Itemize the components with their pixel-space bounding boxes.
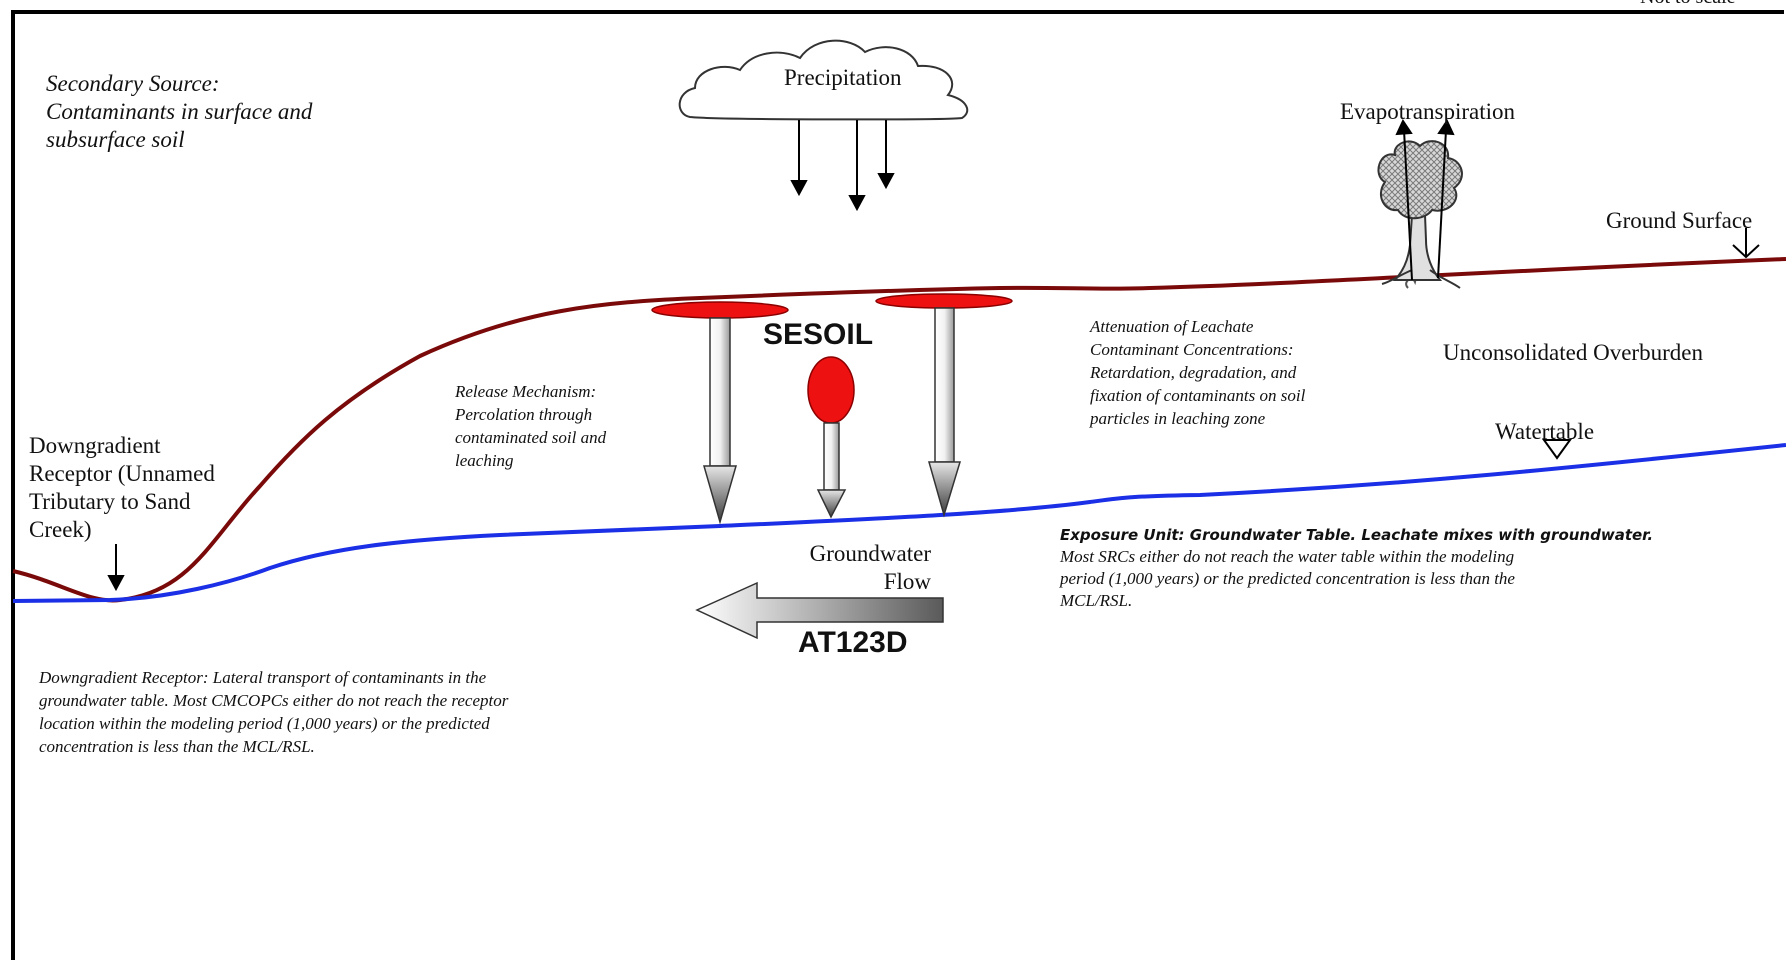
exposure-unit-note: Exposure Unit: Groundwater Table. Leacha… — [1060, 524, 1680, 612]
tree-icon — [1377, 140, 1463, 289]
groundwater-flow-label: Groundwater Flow — [809, 541, 931, 594]
watertable-marker — [1542, 439, 1572, 460]
evapotranspiration-arrows — [1395, 118, 1455, 281]
diagram-frame — [11, 10, 1784, 960]
leaching-arrow-center — [816, 422, 847, 519]
ground-surface-line — [12, 257, 1786, 603]
scale-note: Not to scale — [1640, 0, 1736, 9]
sesoil-model-label: SESOIL — [763, 318, 874, 351]
exposure-unit-body: Most SRCs either do not reach the water … — [1060, 547, 1515, 610]
rain-arrows — [790, 120, 895, 212]
source-zone-center — [807, 356, 855, 424]
exposure-unit-heading: Exposure Unit: Groundwater Table. Leacha… — [1060, 526, 1654, 544]
secondary-source-label: Secondary Source: Contaminants in surfac… — [46, 71, 313, 152]
attenuation-body: Contaminant Concentrations: Retardation,… — [1090, 340, 1306, 428]
leaching-arrow-left — [703, 317, 737, 525]
evapotranspiration-label: Evapotranspiration — [1340, 99, 1516, 124]
water-table-line — [12, 443, 1786, 603]
watertable-label: Watertable — [1495, 419, 1595, 444]
attenuation-note: Attenuation of Leachate Contaminant Conc… — [1090, 315, 1305, 430]
unconsolidated-overburden-label: Unconsolidated Overburden — [1443, 340, 1703, 365]
release-mechanism-note: Release Mechanism: Percolation through c… — [455, 382, 607, 470]
precipitation-label: Precipitation — [784, 65, 902, 90]
source-zone-right — [875, 293, 1013, 309]
ground-surface-marker — [1732, 228, 1760, 259]
ground-surface-label: Ground Surface — [1606, 208, 1753, 233]
groundwater-flow-arrow — [695, 581, 944, 640]
at123d-model-label: AT123D — [798, 626, 908, 659]
downgradient-receptor-note: Downgradient Receptor: Lateral transport… — [39, 668, 509, 756]
downgradient-receptor-label: Downgradient Receptor (Unnamed Tributary… — [29, 433, 215, 542]
source-zone-left — [651, 301, 789, 319]
leaching-arrow-right — [928, 307, 962, 518]
attenuation-heading: Attenuation of Leachate — [1090, 317, 1254, 336]
receptor-arrow — [107, 544, 125, 592]
cloud-shape — [678, 39, 969, 121]
